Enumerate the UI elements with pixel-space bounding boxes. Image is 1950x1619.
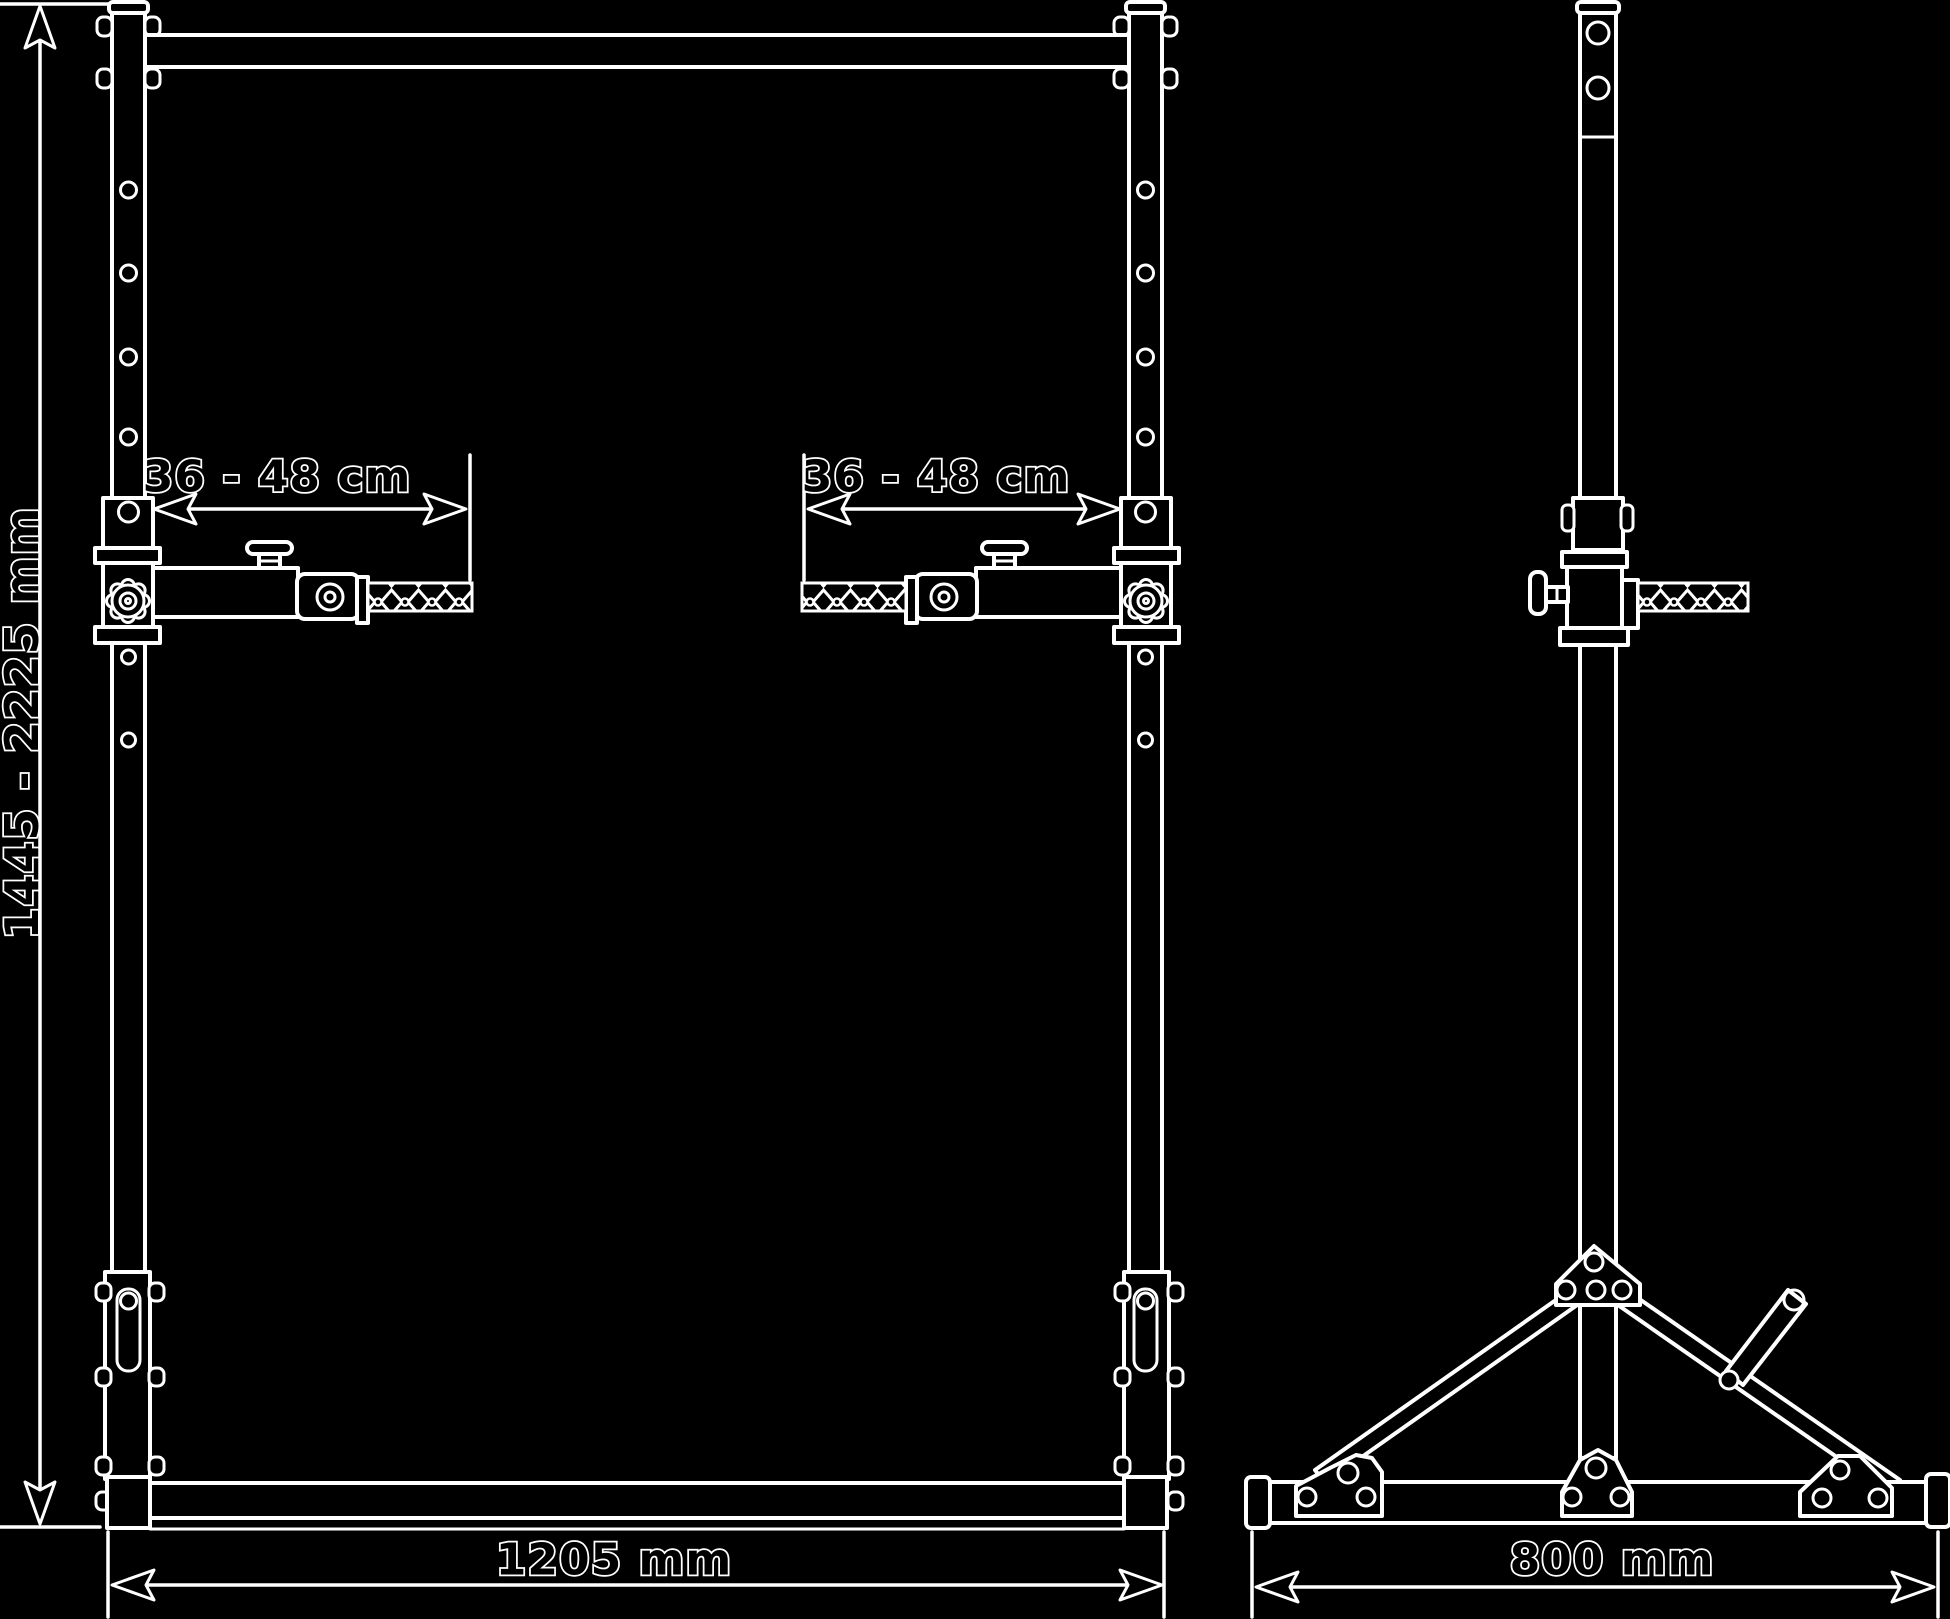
adjustment-hole — [120, 648, 137, 666]
left-foot — [105, 1475, 152, 1530]
depth-dimension: 800 mm — [1250, 1530, 1940, 1619]
width-dimension: 1205 mm — [106, 1530, 1166, 1619]
side-base — [1244, 1244, 1950, 1530]
front-view: 1445 - 2225 mm 36 - 48 cm 36 - 48 cm 120… — [0, 0, 1185, 1619]
barbell-cup — [295, 572, 361, 621]
adjustment-hole — [1136, 180, 1155, 200]
height-slot — [115, 1287, 142, 1373]
side-view: 800 mm — [1244, 0, 1950, 1619]
spinner-flange — [1620, 578, 1640, 630]
adjustment-hole — [120, 731, 137, 749]
right-upright-cap — [1124, 0, 1167, 15]
adjustment-hole — [1137, 731, 1154, 749]
adjustment-hole — [119, 427, 138, 447]
left-hook-dimension: 36 - 48 cm — [141, 450, 472, 582]
right-hook-dimension-label: 36 - 48 cm — [802, 452, 1071, 503]
hook-arm — [974, 566, 1123, 619]
pull-up-bar-hole — [1585, 20, 1611, 46]
slide-sleeve — [1119, 496, 1173, 552]
left-hook-dimension-label: 36 - 48 cm — [143, 452, 412, 503]
width-dimension-label: 1205 mm — [496, 1535, 732, 1586]
pull-up-bar — [143, 33, 1131, 69]
side-j-hook-assembly — [1528, 496, 1750, 647]
foot-end-cap — [1924, 1472, 1950, 1529]
pull-up-bar-hole — [1585, 75, 1611, 101]
height-dimension-label: 1445 - 2225 mm — [0, 506, 49, 939]
adjustment-hole — [1136, 347, 1155, 367]
star-knob — [1123, 578, 1169, 624]
left-upright-cap — [107, 0, 150, 15]
adjustment-hole — [1136, 427, 1155, 447]
height-dimension: 1445 - 2225 mm — [0, 2, 110, 1529]
adjustment-hole — [119, 180, 138, 200]
foot-end-cap — [1244, 1475, 1272, 1530]
spinner-flange — [355, 575, 370, 625]
height-slot — [1132, 1287, 1159, 1373]
spinner-flange — [904, 575, 919, 625]
slide-sleeve — [1571, 496, 1625, 552]
depth-dimension-label: 800 mm — [1510, 1535, 1715, 1586]
star-knob — [105, 578, 151, 624]
hook-arm — [151, 566, 300, 619]
barbell-spinner-sleeve — [366, 581, 474, 613]
right-hook-dimension: 36 - 48 cm — [800, 450, 1122, 582]
left-j-hook-assembly — [93, 496, 474, 645]
arm-knob — [980, 540, 1029, 570]
weight-plate-peg — [1724, 1288, 1808, 1387]
barbell-spinner-sleeve — [1636, 581, 1750, 613]
arm-knob — [245, 540, 294, 570]
side-upright-cap — [1575, 0, 1621, 15]
adjustment-hole — [1137, 648, 1154, 666]
adjustment-hole — [119, 263, 138, 283]
right-j-hook-assembly — [800, 496, 1181, 645]
side-knob — [1528, 570, 1570, 616]
barbell-cup — [913, 572, 979, 621]
side-upright — [1575, 0, 1621, 1460]
adjustment-hole — [119, 347, 138, 367]
floor-crossbar — [148, 1481, 1126, 1520]
slide-sleeve — [101, 496, 155, 552]
adjustment-hole — [1136, 263, 1155, 283]
barbell-spinner-sleeve — [800, 581, 908, 613]
right-foot — [1122, 1475, 1169, 1530]
